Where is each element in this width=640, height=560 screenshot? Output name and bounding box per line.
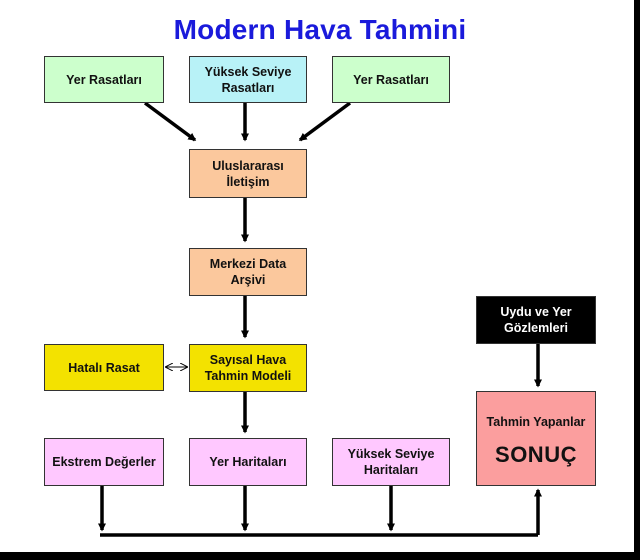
international-communication-box: Uluslararası İletişim (189, 149, 307, 198)
diagram-title: Modern Hava Tahmini (173, 14, 467, 45)
faulty-observation-box: Hatalı Rasat (44, 344, 164, 391)
arrow-ground-left-to-comm (143, 101, 197, 142)
upper-level-maps-box: Yüksek Seviye Haritaları (332, 438, 450, 486)
box-label: Yer Haritaları (209, 455, 287, 469)
box-label-line2: Haritaları (363, 463, 419, 477)
box-label-line1: Yüksek Seviye (347, 447, 435, 461)
box-label-line1: Uydu ve Yer (500, 305, 572, 319)
box-label-line1: Yüksek Seviye (204, 64, 292, 79)
numerical-weather-model-box: Sayısal Hava Tahmin Modeli (189, 344, 307, 392)
upper-air-observations-box: Yüksek Seviye Rasatları (189, 56, 307, 103)
arrow-ground-right-to-comm (298, 101, 352, 142)
box-label-line2: İletişim (226, 174, 270, 189)
box-label-line1: Sayısal Hava (209, 353, 287, 367)
ground-observations-right-box: Yer Rasatları (332, 56, 450, 103)
box-label: Yer Rasatları (66, 72, 142, 87)
flow-arrows (98, 101, 542, 537)
box-label-line1: Uluslararası (212, 158, 284, 173)
box-label: Hatalı Rasat (68, 360, 140, 375)
result-label: SONUÇ (495, 442, 577, 467)
ground-observations-left-box: Yer Rasatları (44, 56, 164, 103)
box-label: Ekstrem Değerler (52, 455, 156, 469)
surface-maps-box: Yer Haritaları (189, 438, 307, 486)
box-label-line1: Merkezi Data (209, 257, 287, 271)
forecaster-label: Tahmin Yapanlar (486, 415, 586, 429)
central-data-archive-box: Merkezi Data Arşivi (189, 248, 307, 296)
box-label-line2: Gözlemleri (504, 321, 568, 335)
box-label-line2: Arşivi (230, 273, 266, 287)
box-label: Yer Rasatları (353, 72, 429, 87)
box-label-line2: Rasatları (221, 80, 275, 95)
extreme-values-box: Ekstrem Değerler (44, 438, 164, 486)
diagram-canvas: Modern Hava Tahmini Yer Rasatları Yüksek… (0, 0, 634, 552)
forecaster-result-box: Tahmin Yapanlar SONUÇ (476, 391, 596, 486)
satellite-ground-observations-box: Uydu ve Yer Gözlemleri (476, 296, 596, 344)
box-label-line2: Tahmin Modeli (204, 369, 292, 383)
